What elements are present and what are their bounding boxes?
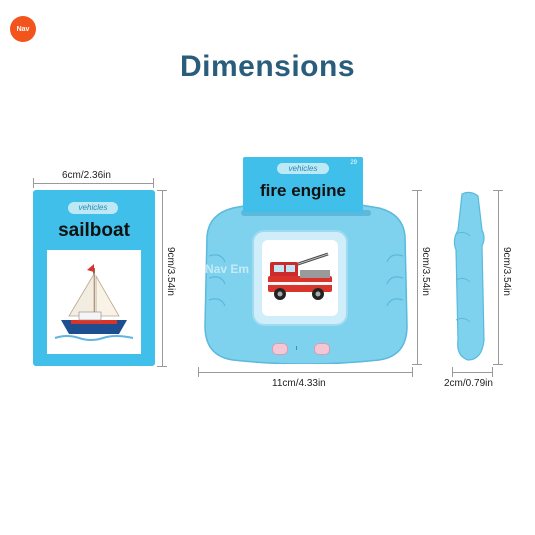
speaker-dot	[296, 346, 297, 350]
card-width-line	[33, 183, 153, 184]
card-width-label: 6cm/2.36in	[62, 170, 111, 181]
card-width-tick-left	[33, 178, 34, 188]
device-height-line	[417, 190, 418, 364]
side-width-tick-right	[492, 367, 493, 377]
card-height-line	[162, 190, 163, 366]
device-height-tick-bottom	[412, 364, 422, 365]
device-screen	[252, 230, 348, 326]
sailboat-illustration	[54, 264, 134, 341]
side-height-label: 9cm/3.54in	[501, 247, 512, 296]
inserted-card-category: vehicles	[277, 163, 329, 174]
side-width-line	[452, 372, 492, 373]
device-height-label: 9cm/3.54in	[420, 247, 431, 296]
inserted-card-word: fire engine	[260, 181, 346, 200]
fire-engine-illustration	[268, 252, 332, 300]
device-height-tick-top	[412, 190, 422, 191]
side-height-line	[498, 190, 499, 364]
card-picture	[47, 250, 141, 354]
card-height-label: 9cm/3.54in	[165, 247, 176, 296]
left-pink-button	[272, 343, 288, 355]
device-width-tick-left	[198, 367, 199, 377]
side-width-tick-left	[452, 367, 453, 377]
card-height-tick-bottom	[157, 366, 167, 367]
side-height-tick-bottom	[493, 364, 503, 365]
inserted-card: vehicles 29 fire engine	[243, 157, 363, 212]
inserted-card-number: 29	[350, 160, 357, 166]
card-word: sailboat	[58, 220, 130, 241]
watermark: Nav Em	[205, 262, 250, 276]
card-width-tick-right	[153, 178, 154, 188]
device-width-line	[198, 372, 412, 373]
card-category-pill: vehicles	[68, 202, 118, 214]
brand-logo: Nav	[10, 16, 36, 42]
side-width-label: 2cm/0.79in	[444, 378, 493, 389]
flash-card: vehicles sailboat	[33, 190, 155, 366]
page-title: Dimensions	[179, 50, 356, 83]
device-side-view	[453, 191, 485, 361]
device-width-label: 11cm/4.33in	[272, 378, 326, 389]
card-height-tick-top	[157, 190, 167, 191]
device-width-tick-right	[412, 367, 413, 377]
screen-display	[262, 240, 338, 316]
right-pink-button	[314, 343, 330, 355]
side-height-tick-top	[493, 190, 503, 191]
